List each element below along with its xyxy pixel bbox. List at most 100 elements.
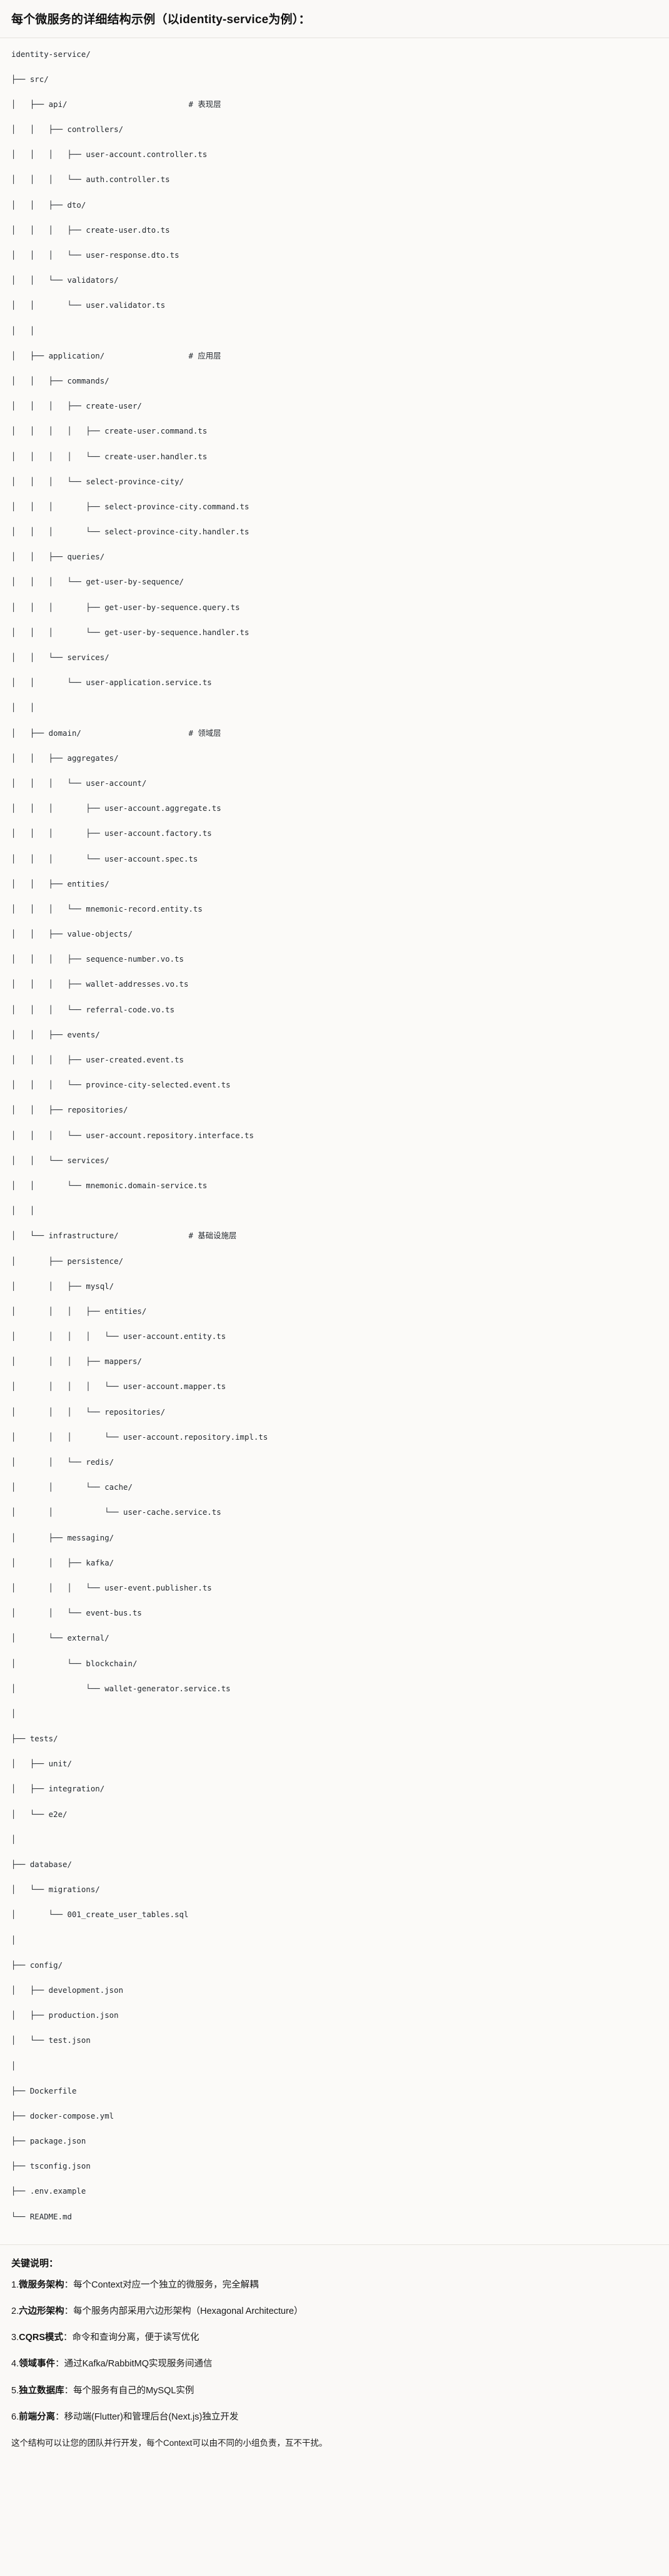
tree-line-text: │ │ └── user.validator.ts xyxy=(11,300,166,310)
tree-line: │ xyxy=(11,2060,658,2072)
tree-line-text: │ │ └── event-bus.ts xyxy=(11,1608,142,1618)
tree-line: │ │ ├── events/ xyxy=(11,1029,658,1041)
tree-line-text: │ │ │ └── referral-code.vo.ts xyxy=(11,1004,175,1014)
tree-line-text: │ └── wallet-generator.service.ts xyxy=(11,1683,231,1693)
tree-line-text: │ │ │ ├── sequence-number.vo.ts xyxy=(11,954,184,964)
key-note-item: 4.领域事件：通过Kafka/RabbitMQ实现服务间通信 xyxy=(11,2357,658,2371)
tree-line: ├── Dockerfile xyxy=(11,2085,658,2097)
tree-line-text: │ │ xyxy=(11,1206,35,1216)
tree-line-text: │ │ └── services/ xyxy=(11,653,109,663)
key-note-term: 领域事件 xyxy=(19,2359,56,2370)
key-note-term: 独立数据库 xyxy=(19,2385,64,2396)
tree-line-text: ├── docker-compose.yml xyxy=(11,2110,114,2120)
tree-line-text: │ └── external/ xyxy=(11,1633,109,1643)
heading-section: 每个微服务的详细结构示例（以identity-service为例）： xyxy=(0,0,669,38)
tree-line-text: │ │ │ ├── user-account.factory.ts xyxy=(11,828,212,838)
tree-line: │ │ │ ├── create-user/ xyxy=(11,400,658,412)
key-note-item: 3.CQRS模式：命令和查询分离，便于读写优化 xyxy=(11,2331,658,2345)
tree-line-text: │ │ └── cache/ xyxy=(11,1482,133,1492)
tree-line-text: │ │ │ ├── mappers/ xyxy=(11,1357,142,1367)
tree-line-text: │ │ │ ├── user-account.controller.ts xyxy=(11,150,208,160)
tree-line-text: │ ├── integration/ xyxy=(11,1784,105,1794)
tree-line: │ ├── production.json xyxy=(11,2009,658,2022)
tree-line: │ │ └── validators/ xyxy=(11,274,658,287)
tree-line-text: │ │ └── redis/ xyxy=(11,1457,114,1467)
tree-line: │ │ └── user.validator.ts xyxy=(11,299,658,312)
tree-line: │ │ │ ├── mappers/ xyxy=(11,1355,658,1368)
tree-line-text: │ │ │ ├── wallet-addresses.vo.ts xyxy=(11,979,189,989)
tree-line-text: │ │ │ └── user-account.spec.ts xyxy=(11,853,198,863)
tree-line-text: │ │ │ │ └── user-account.mapper.ts xyxy=(11,1382,226,1392)
tree-line: ├── .env.example xyxy=(11,2185,658,2197)
key-note-separator: ： xyxy=(55,2411,64,2422)
tree-line: │ │ │ ├── get-user-by-sequence.query.ts xyxy=(11,601,658,614)
tree-line: │ │ │ │ └── create-user.handler.ts xyxy=(11,451,658,463)
tree-line-gap xyxy=(104,351,188,360)
tree-line: │ │ ├── repositories/ xyxy=(11,1104,658,1116)
tree-line-text: │ └── 001_create_user_tables.sql xyxy=(11,1910,189,1920)
key-note-number: 4. xyxy=(11,2359,19,2370)
tree-line: ├── database/ xyxy=(11,1858,658,1871)
tree-line-text: │ ├── development.json xyxy=(11,1985,124,1995)
tree-line: │ │ │ └── referral-code.vo.ts xyxy=(11,1004,658,1016)
tree-line: │ └── e2e/ xyxy=(11,1808,658,1821)
key-note-number: 1. xyxy=(11,2279,19,2290)
tree-line: │ │ │ └── user-account.spec.ts xyxy=(11,853,658,865)
tree-line: │ ├── development.json xyxy=(11,1984,658,1997)
tree-line: │ xyxy=(11,1833,658,1846)
tree-line: │ │ │ └── repositories/ xyxy=(11,1406,658,1418)
tree-line: │ ├── application/ # 应用层 xyxy=(11,350,658,362)
tree-line-comment: # 基础设施层 xyxy=(188,1231,237,1241)
tree-line: │ │ └── services/ xyxy=(11,1154,658,1167)
tree-line-text: ├── Dockerfile xyxy=(11,2085,77,2095)
tree-line-text: │ │ │ │ └── create-user.handler.ts xyxy=(11,451,208,461)
tree-line: │ │ │ ├── wallet-addresses.vo.ts xyxy=(11,978,658,990)
tree-line: │ │ │ └── user-account/ xyxy=(11,777,658,790)
tree-line-text: │ ├── unit/ xyxy=(11,1759,72,1769)
key-note-separator: ： xyxy=(64,2279,74,2290)
tree-line-text: │ xyxy=(11,2060,16,2070)
tree-line: │ │ │ └── select-province-city.handler.t… xyxy=(11,526,658,538)
tree-line: ├── docker-compose.yml xyxy=(11,2110,658,2122)
tree-line: │ │ └── user-cache.service.ts xyxy=(11,1506,658,1519)
tree-line: │ │ │ └── province-city-selected.event.t… xyxy=(11,1079,658,1091)
tree-line-text: │ │ │ ├── user-account.aggregate.ts xyxy=(11,803,221,813)
tree-line-text: │ │ ├── events/ xyxy=(11,1029,100,1039)
tree-line-comment: # 应用层 xyxy=(188,350,221,360)
tree-line: │ │ ├── entities/ xyxy=(11,878,658,890)
tree-line: ├── config/ xyxy=(11,1959,658,1972)
tree-line: │ │ │ ├── create-user.dto.ts xyxy=(11,224,658,237)
tree-line-text: │ xyxy=(11,1935,16,1945)
page-title: 每个微服务的详细结构示例（以identity-service为例）： xyxy=(11,13,311,26)
tree-line-text: │ │ ├── aggregates/ xyxy=(11,753,119,763)
tree-line: │ │ ├── controllers/ xyxy=(11,123,658,136)
tree-line: ├── tsconfig.json xyxy=(11,2160,658,2172)
tree-line: │ └── test.json xyxy=(11,2034,658,2047)
tree-line-text: │ │ ├── controllers/ xyxy=(11,125,124,135)
tree-line-text: │ │ │ └── province-city-selected.event.t… xyxy=(11,1080,231,1090)
tree-line: │ │ └── user-application.service.ts xyxy=(11,676,658,689)
tree-line-gap xyxy=(119,1231,189,1240)
tree-line-text: │ │ │ ├── entities/ xyxy=(11,1306,147,1316)
tree-line-text: │ │ ├── kafka/ xyxy=(11,1557,114,1567)
tree-line-text: │ ├── application/ xyxy=(11,350,105,360)
key-note-term: CQRS模式 xyxy=(19,2333,63,2343)
tree-line-text: │ │ │ └── get-user-by-sequence.handler.t… xyxy=(11,627,249,637)
tree-line: │ └── blockchain/ xyxy=(11,1657,658,1670)
tree-line: │ │ ├── dto/ xyxy=(11,199,658,211)
tree-line-text: │ │ ├── repositories/ xyxy=(11,1105,128,1115)
tree-line-text: │ │ │ └── repositories/ xyxy=(11,1407,166,1417)
key-note-separator: ： xyxy=(64,2385,74,2396)
tree-line: │ └── wallet-generator.service.ts xyxy=(11,1683,658,1695)
tree-line: │ │ │ └── get-user-by-sequence/ xyxy=(11,576,658,588)
tree-line-text: │ │ xyxy=(11,703,35,713)
tree-line-text: │ │ │ ├── create-user.dto.ts xyxy=(11,225,170,235)
tree-line: ├── src/ xyxy=(11,73,658,86)
key-note-number: 2. xyxy=(11,2306,19,2317)
key-note-term: 六边形架构 xyxy=(19,2306,64,2317)
tree-line-text: │ │ │ └── user-account/ xyxy=(11,778,147,788)
tree-line-text: │ │ ├── dto/ xyxy=(11,200,86,210)
tree-line: │ ├── integration/ xyxy=(11,1783,658,1795)
tree-line: │ │ └── cache/ xyxy=(11,1481,658,1494)
